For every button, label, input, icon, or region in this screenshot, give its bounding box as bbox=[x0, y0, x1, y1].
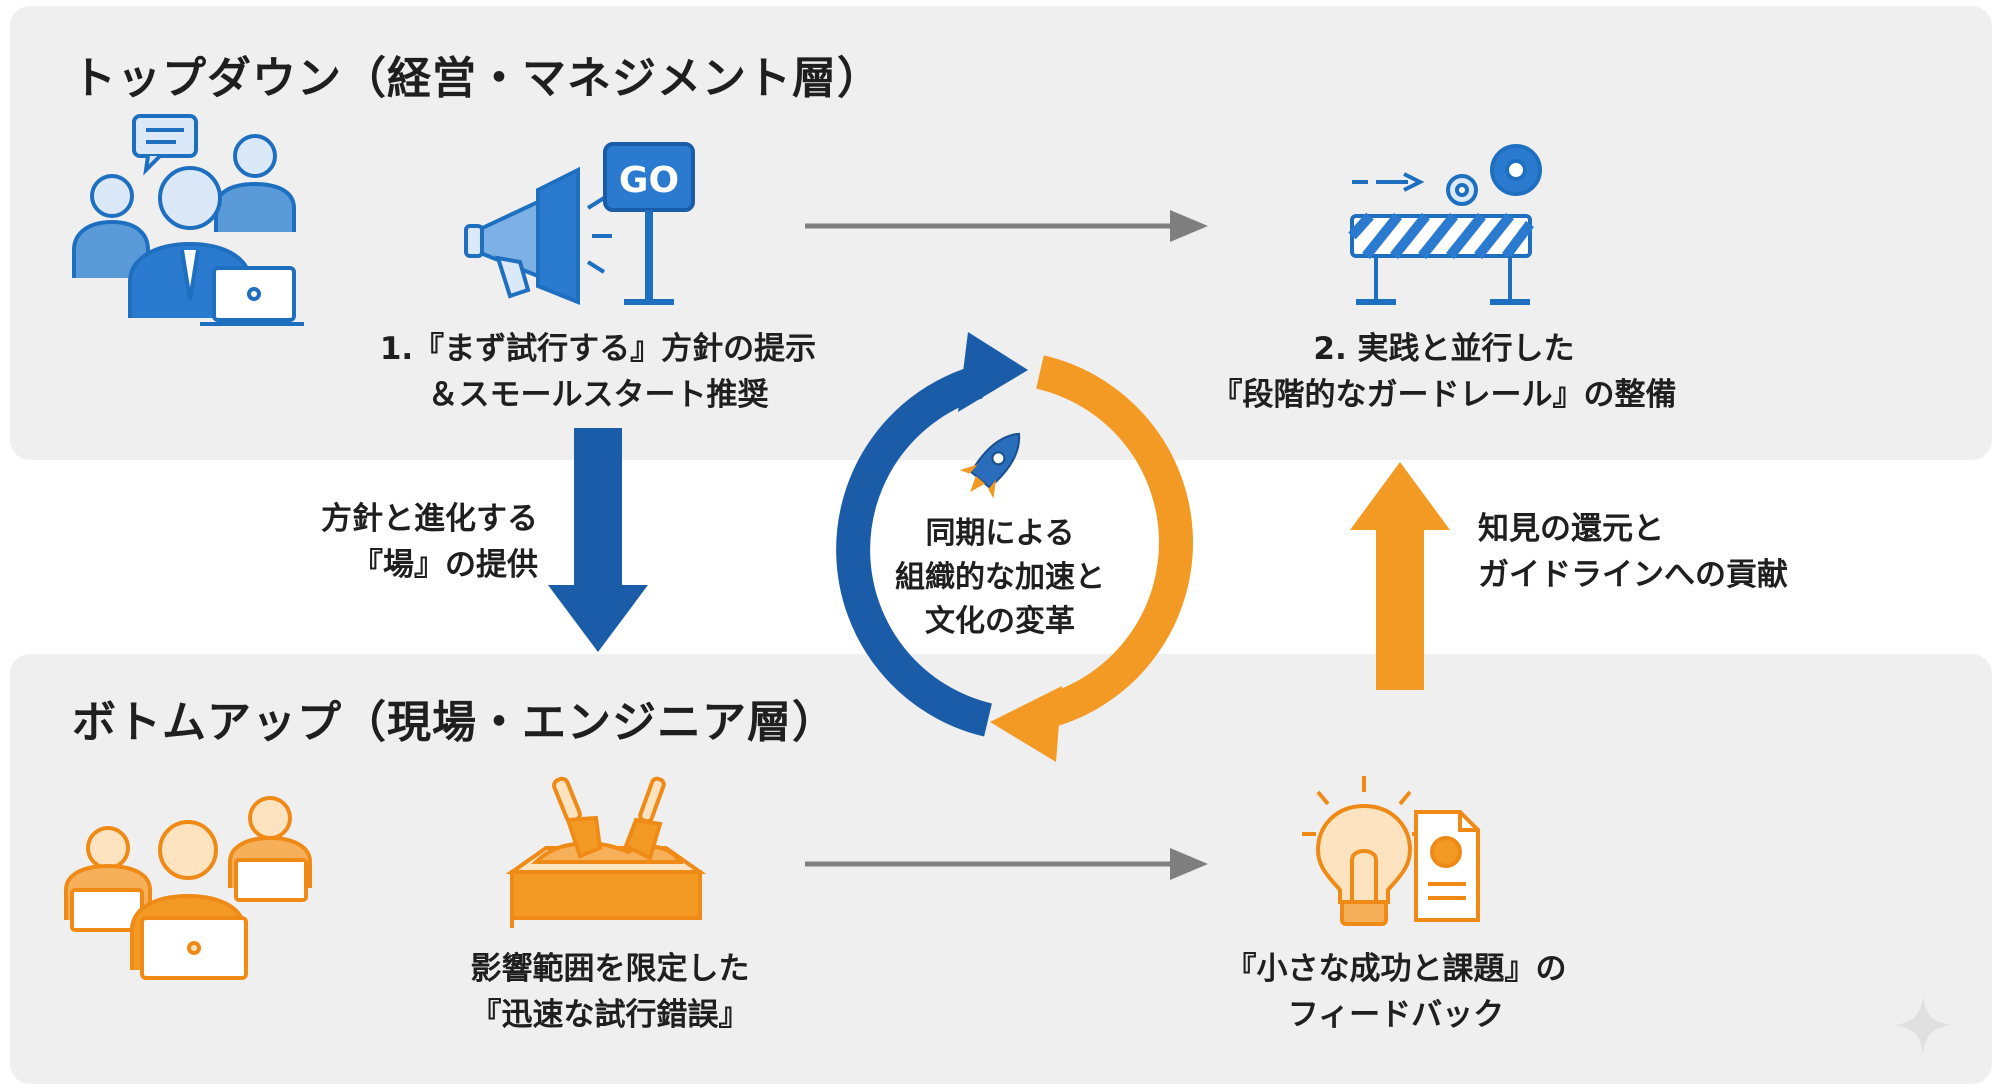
step1-label: 1.『まず試行する』方針の提示 ＆スモールスタート推奨 bbox=[380, 326, 816, 418]
bottom-section-title: ボトムアップ（現場・エンジニア層） bbox=[72, 697, 837, 748]
engineers-team-icon bbox=[64, 796, 312, 980]
down-arrow-line2: 『場』の提供 bbox=[352, 547, 538, 583]
up-arrow-label: 知見の還元と ガイドラインへの貢献 bbox=[1478, 506, 1788, 598]
step3-line1: 影響範囲を限定した bbox=[470, 951, 750, 987]
barrier-gears-icon bbox=[1348, 144, 1542, 305]
rocket-icon bbox=[959, 432, 1021, 499]
step4-line2: フィードバック bbox=[1287, 997, 1505, 1033]
step4-line1: 『小さな成功と課題』の bbox=[1225, 951, 1567, 987]
arrow-step3-to-step4 bbox=[805, 848, 1208, 880]
sandbox-icon bbox=[505, 776, 707, 928]
megaphone-icon bbox=[464, 166, 612, 305]
center-cycle-label: 同期による 組織的な加速と 文化の変革 bbox=[895, 512, 1105, 644]
cycle-arrows bbox=[836, 332, 1193, 762]
center-line1: 同期による bbox=[925, 516, 1075, 551]
go-sign-icon: GO bbox=[603, 142, 695, 305]
step3-label: 影響範囲を限定した 『迅速な試行錯誤』 bbox=[471, 946, 750, 1038]
step2-line2: 『段階的なガードレール』の整備 bbox=[1211, 377, 1677, 413]
center-line2: 組織的な加速と bbox=[895, 560, 1105, 595]
step2-line1: 2. 実践と並行した bbox=[1313, 331, 1575, 367]
go-sign-text: GO bbox=[619, 160, 679, 201]
down-arrow-label: 方針と進化する 『場』の提供 bbox=[276, 496, 538, 588]
step1-line1: 1.『まず試行する』方針の提示 bbox=[379, 331, 817, 367]
lightbulb-report-icon bbox=[1302, 776, 1480, 926]
down-arrow-line1: 方針と進化する bbox=[321, 501, 538, 537]
up-arrow-line1: 知見の還元と bbox=[1478, 511, 1664, 547]
step4-label: 『小さな成功と課題』の フィードバック bbox=[1226, 946, 1567, 1038]
down-arrow bbox=[548, 428, 648, 652]
up-arrow bbox=[1350, 462, 1450, 690]
step3-line2: 『迅速な試行錯誤』 bbox=[470, 997, 750, 1033]
top-section-title: トップダウン（経営・マネジメント層） bbox=[72, 53, 882, 104]
arrow-step1-to-step2 bbox=[805, 210, 1208, 242]
step2-label: 2. 実践と並行した 『段階的なガードレール』の整備 bbox=[1212, 326, 1677, 418]
step1-line2: ＆スモールスタート推奨 bbox=[427, 377, 769, 413]
management-team-icon bbox=[72, 114, 304, 326]
center-line3: 文化の変革 bbox=[925, 604, 1075, 639]
sparkle-icon bbox=[1894, 996, 1952, 1054]
up-arrow-line2: ガイドラインへの貢献 bbox=[1478, 557, 1788, 593]
